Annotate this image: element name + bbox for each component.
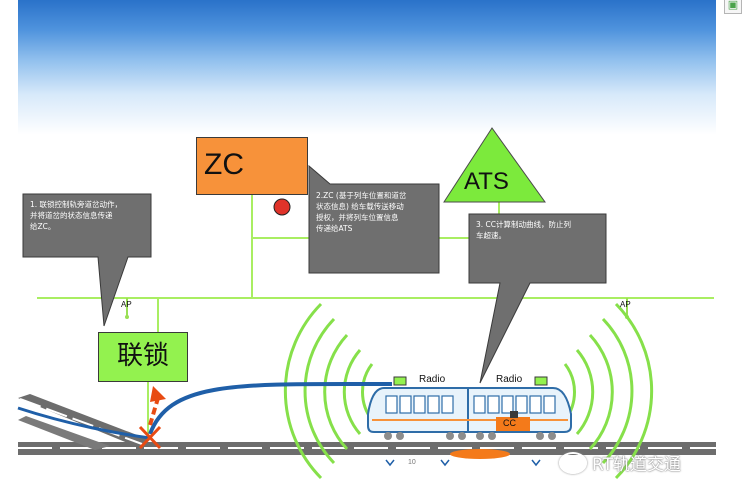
sky-banner: [18, 0, 716, 135]
callout-2-shape: [308, 164, 440, 274]
cc-label: CC: [503, 418, 516, 428]
track-main: [18, 442, 716, 455]
cc-box: [496, 417, 530, 431]
train: [367, 376, 572, 459]
zc-box: ZC: [196, 137, 308, 195]
radio-waves-left: [283, 302, 374, 480]
route-line-lower: [17, 406, 151, 440]
antenna-icon: [450, 449, 510, 459]
callout-2-text: 2.ZC (基于列车位置和道岔 状态信息) 给车载传送移动 授权，并将列车位置信…: [316, 191, 407, 233]
callout-3-shape: [468, 213, 607, 384]
switch-cross-icon: [138, 425, 162, 450]
callout-3-text: 3. CC计算制动曲线，防止列 车超速。: [476, 220, 572, 240]
switch-arrow-icon: [148, 386, 166, 426]
track-branch: [18, 394, 150, 450]
ap-device-left: [125, 298, 129, 319]
ap-label-right: AP: [620, 300, 631, 309]
zc-label: ZC: [204, 148, 244, 181]
track-markers: [385, 459, 541, 467]
signal-red-icon: [273, 198, 291, 216]
ap-label-left: AP: [121, 300, 132, 309]
wechat-icon: [559, 452, 587, 474]
radio-label-left: Radio: [419, 374, 446, 385]
interlocking-box: 联锁: [98, 332, 188, 382]
ats-label: ATS: [464, 168, 509, 195]
callout-1-text: 1. 联锁控制轨旁道岔动作， 并将道岔的状态信息传递 给ZC。: [30, 200, 123, 231]
callout-1-shape: [22, 193, 152, 327]
expand-icon[interactable]: ▣: [724, 0, 742, 14]
route-line-upper: [148, 381, 393, 435]
radio-label-right: Radio: [496, 374, 523, 385]
ats-triangle: [443, 127, 546, 203]
watermark: RT轨道交通: [592, 455, 681, 475]
track-marker-label: 10: [408, 459, 416, 466]
